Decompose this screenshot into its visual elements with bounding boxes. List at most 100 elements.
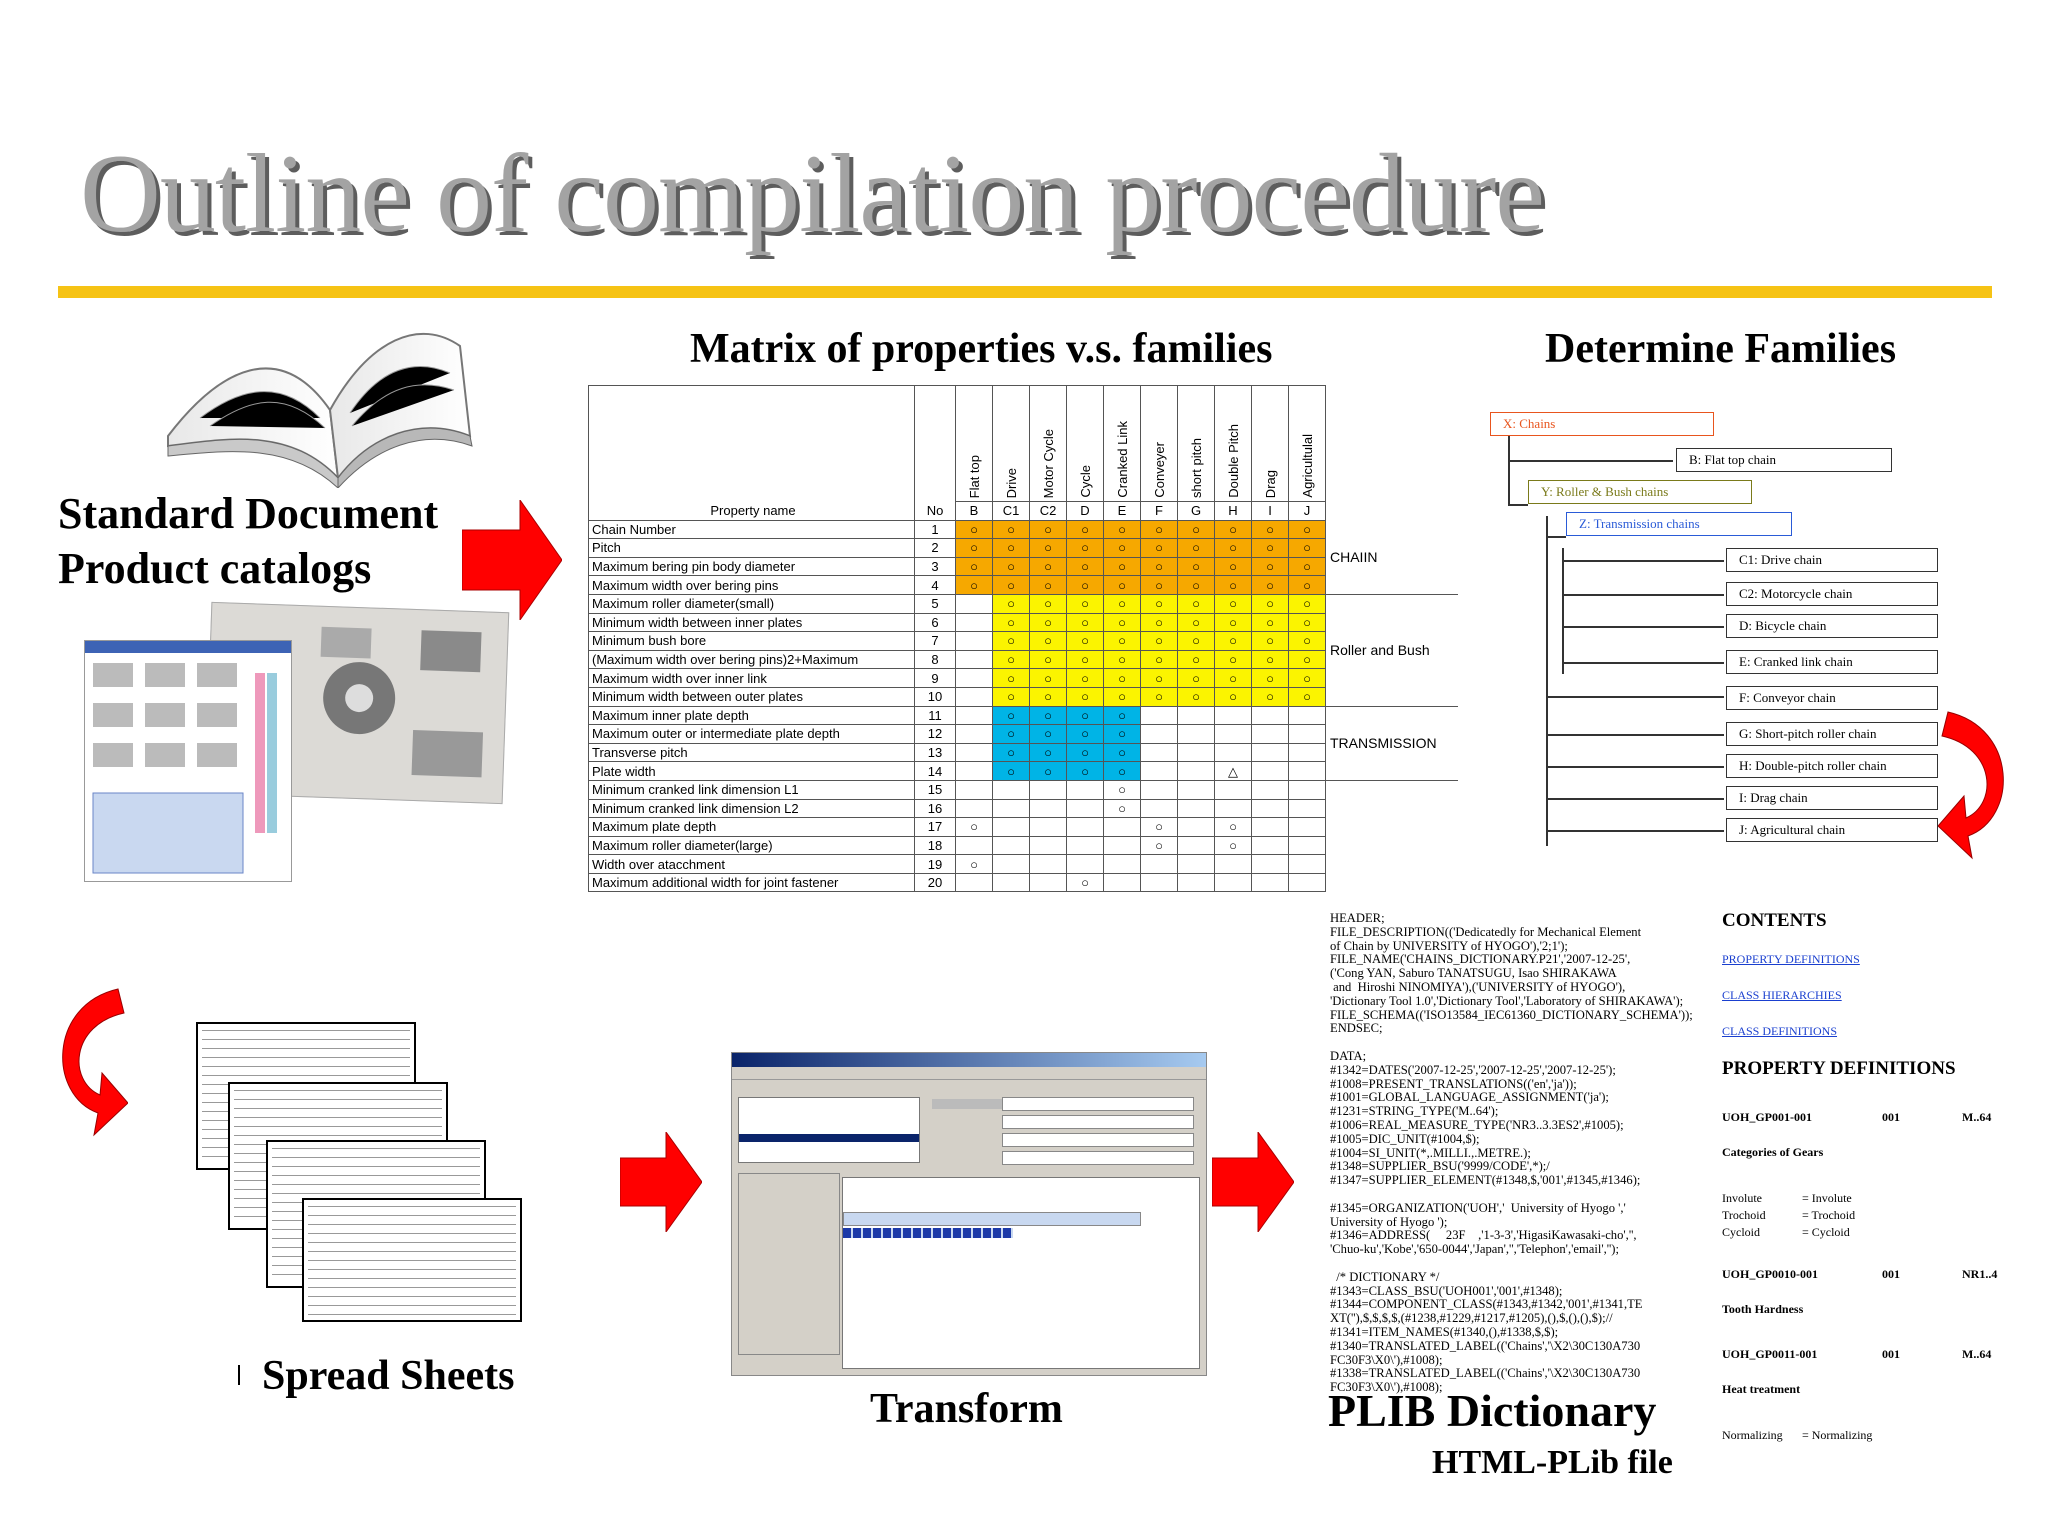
matrix-cell (1251, 724, 1289, 744)
matrix-cell (1214, 854, 1252, 874)
matrix-cell: ○ (1177, 556, 1215, 577)
applicable-circle-icon: ○ (970, 559, 978, 575)
matrix-cell: ○ (1066, 724, 1104, 744)
property-name-cell: Chain Number (588, 519, 915, 540)
applicable-circle-icon: ○ (1303, 559, 1311, 575)
applicable-circle-icon: ○ (1007, 652, 1015, 668)
matrix-cell: ○ (1214, 686, 1252, 707)
matrix-row: Maximum roller diameter(small)5○○○○○○○○○… (588, 593, 1458, 707)
enum-value-label: = Trochoid (1802, 1208, 1856, 1222)
applicable-circle-icon: ○ (1081, 633, 1089, 649)
matrix-cell: ○ (992, 575, 1030, 595)
standard-document-label: Standard Document (58, 489, 439, 538)
tree-node-c1-drive: C1: Drive chain (1726, 548, 1938, 572)
applicable-circle-icon: ○ (1007, 707, 1015, 723)
matrix-cell: ○ (1103, 798, 1141, 819)
matrix-cell (1177, 817, 1215, 837)
property-name-cell: Maximum plate depth (588, 817, 915, 837)
catalog-page (84, 640, 292, 882)
matrix-heading: Matrix of properties v.s. families (690, 326, 1273, 372)
family-name-f: Conveyer (1140, 385, 1178, 502)
matrix-cell (1029, 779, 1067, 800)
html-plib-file-label: HTML-PLib file (1432, 1444, 1673, 1481)
property-entry-label: Heat treatment (1722, 1382, 1801, 1396)
matrix-cell: △ (1214, 761, 1252, 781)
matrix-cell: ○ (1214, 817, 1252, 837)
applicable-circle-icon: ○ (1118, 521, 1126, 537)
applicable-circle-icon: ○ (1081, 745, 1089, 761)
applicable-circle-icon: ○ (1229, 633, 1237, 649)
link-class-hierarchies[interactable]: CLASS HIERARCHIES (1722, 988, 1842, 1002)
property-name-cell: Minimum width between outer plates (588, 686, 915, 707)
matrix-cell (1251, 872, 1289, 893)
enum-value-code: Normalizing (1722, 1428, 1783, 1442)
properties-families-matrix: Flat top Drive Motor Cycle Cycle Cranked… (588, 385, 1459, 893)
property-name-cell: Plate width (588, 761, 915, 781)
property-no-cell: 8 (914, 649, 956, 670)
property-entry-field: 001 (1882, 1267, 1900, 1281)
matrix-cell (1103, 872, 1141, 893)
applicable-circle-icon: ○ (1229, 596, 1237, 612)
applicable-circle-icon: ○ (1081, 521, 1089, 537)
link-property-definitions[interactable]: PROPERTY DEFINITIONS (1722, 952, 1860, 966)
matrix-cell (955, 835, 993, 856)
applicable-circle-icon: ○ (1266, 577, 1274, 593)
applicable-circle-icon: ○ (1044, 521, 1052, 537)
property-entry-label: Categories of Gears (1722, 1145, 1824, 1159)
tree-node-c2-motorcycle: C2: Motorcycle chain (1726, 582, 1938, 606)
matrix-cell: ○ (992, 593, 1030, 614)
matrix-cell (955, 649, 993, 670)
applicable-circle-icon: ○ (1044, 726, 1052, 742)
matrix-cell (1140, 854, 1178, 874)
applicable-circle-icon: ○ (1155, 633, 1163, 649)
matrix-cell: ○ (1140, 612, 1178, 633)
matrix-cell: ○ (1103, 556, 1141, 577)
matrix-cell (1140, 724, 1178, 744)
matrix-cell (1103, 835, 1141, 856)
applicable-circle-icon: ○ (1155, 577, 1163, 593)
matrix-cell (955, 668, 993, 688)
tree-node-h-double-pitch: H: Double-pitch roller chain (1726, 754, 1938, 778)
matrix-cell: ○ (1029, 556, 1067, 577)
matrix-cell: ○ (1029, 705, 1067, 726)
applicable-circle-icon: ○ (1266, 614, 1274, 630)
property-no-cell: 10 (914, 686, 956, 707)
property-entry-label: Tooth Hardness (1722, 1302, 1804, 1316)
matrix-cell (1251, 742, 1289, 763)
matrix-cell (1288, 817, 1326, 837)
matrix-cell: ○ (992, 631, 1030, 651)
applicable-circle-icon: ○ (1081, 707, 1089, 723)
curved-arrow-down-right-icon (62, 988, 128, 1137)
applicable-circle-icon: ○ (1155, 819, 1163, 835)
matrix-cell (1177, 835, 1215, 856)
property-no-cell: 20 (914, 872, 956, 893)
matrix-cell: ○ (1288, 538, 1326, 558)
matrix-cell (1140, 742, 1178, 763)
applicable-circle-icon: ○ (1044, 689, 1052, 705)
matrix-cell (1251, 854, 1289, 874)
matrix-cell (1214, 798, 1252, 819)
matrix-cell: ○ (1288, 556, 1326, 577)
applicable-circle-icon: ○ (1192, 689, 1200, 705)
matrix-cell (1288, 742, 1326, 763)
matrix-cell (1140, 872, 1178, 893)
matrix-cell: ○ (1066, 686, 1104, 707)
tree-node-b-flat-top: B: Flat top chain (1676, 448, 1892, 472)
applicable-circle-icon: ○ (1007, 633, 1015, 649)
applicable-circle-icon: ○ (1303, 614, 1311, 630)
matrix-cell: ○ (1214, 612, 1252, 633)
matrix-cell: ○ (1288, 519, 1326, 540)
link-class-definitions[interactable]: CLASS DEFINITIONS (1722, 1024, 1838, 1038)
matrix-cell: ○ (1177, 649, 1215, 670)
tree-node-d-bicycle: D: Bicycle chain (1726, 614, 1938, 638)
spreadsheet-4 (302, 1198, 522, 1322)
applicable-circle-icon: ○ (1118, 745, 1126, 761)
matrix-cell: ○ (1066, 872, 1104, 893)
matrix-cell (955, 724, 993, 744)
family-code-f: F (1140, 501, 1178, 521)
